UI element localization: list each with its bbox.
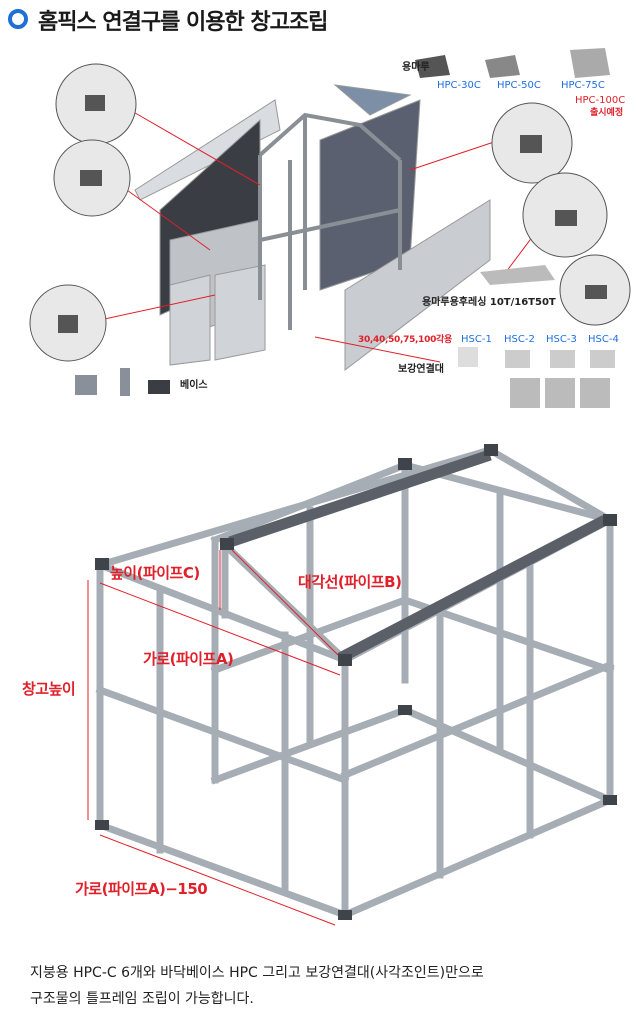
page-title: 홈픽스 연결구를 이용한 창고조립 <box>38 10 328 35</box>
label-storage-height: 창고높이 <box>22 680 76 698</box>
flashing-label: 용마루용후레싱 10T/16T50T <box>422 297 556 308</box>
label-width-pipe-a: 가로(파이프A) <box>143 650 234 668</box>
part-hsc-4: HSC-4 <box>588 334 619 345</box>
upcoming-note: 출시예정 <box>590 108 624 118</box>
part-hsc-3: HSC-3 <box>546 334 577 345</box>
dimension-lines <box>87 549 341 926</box>
part-hsc-1: HSC-1 <box>461 334 492 345</box>
base-label: 베이스 <box>180 380 208 391</box>
part-hpc-30c: HPC-30C <box>437 80 481 91</box>
caption-line-2: 구조물의 틀프레임 조립이 가능합니다. <box>30 991 254 1007</box>
part-hsc-2: HSC-2 <box>504 334 535 345</box>
title-bullet-icon <box>8 9 28 29</box>
label-diagonal-pipe-b: 대각선(파이프B) <box>298 573 402 591</box>
ridge-cover <box>333 84 412 116</box>
label-height-pipe-c: 높이(파이프C) <box>110 564 200 582</box>
part-hpc-75c: HPC-75C <box>561 80 605 91</box>
frame-diagram <box>87 444 617 926</box>
part-hpc-50c: HPC-50C <box>497 80 541 91</box>
door-right <box>214 264 266 361</box>
connector-parts <box>58 48 615 408</box>
caption-line-1: 지붕용 HPC-C 6개와 바닥베이스 HPC 그리고 보강연결대(사각조인트)… <box>30 965 484 981</box>
frame-pipes <box>258 112 402 330</box>
door-left <box>169 274 211 366</box>
label-width-pipe-a-150: 가로(파이프A)−150 <box>75 880 208 898</box>
ridge-label: 용마루 <box>402 62 430 73</box>
part-hpc-100c: HPC-100C <box>575 95 626 106</box>
bracket-label: 보강연결대 <box>398 364 444 375</box>
bracket-sizes: 30,40,50,75,100각용 <box>358 335 453 345</box>
exploded-assembly-diagram <box>29 48 631 408</box>
roof-panel-left <box>134 99 281 201</box>
